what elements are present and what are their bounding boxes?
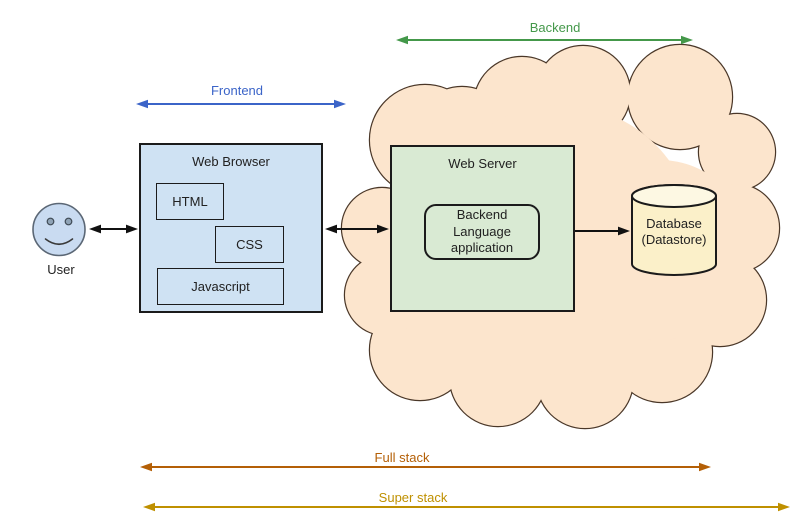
html-box: HTML (156, 183, 224, 220)
database-label: Database (Datastore) (641, 216, 706, 248)
browser-server-arrow (325, 224, 389, 234)
user-label: User (47, 262, 75, 277)
javascript-box: Javascript (157, 268, 284, 305)
database-label-line2: (Datastore) (641, 231, 707, 247)
web-browser-title: Web Browser (192, 154, 270, 169)
web-server-box: Web Server Backend Language application (390, 145, 575, 312)
backend-span-arrow (396, 35, 693, 45)
css-box: CSS (215, 226, 284, 263)
user-browser-arrow (89, 224, 138, 234)
frontend-label: Frontend (210, 83, 264, 98)
database-label-line1: Database (646, 216, 702, 231)
backend-label: Backend (529, 20, 581, 35)
database-cylinder (631, 184, 717, 276)
super-stack-span-arrow (143, 502, 790, 512)
full-stack-span-arrow (140, 462, 711, 472)
frontend-span-arrow (136, 99, 346, 109)
user-face-icon (32, 202, 86, 257)
super-stack-label: Super stack (378, 490, 448, 505)
web-browser-box: Web Browser HTML CSS Javascript (139, 143, 323, 313)
web-server-title: Web Server (448, 156, 517, 171)
full-stack-label: Full stack (374, 450, 430, 465)
backend-language-app-box: Backend Language application (424, 204, 540, 260)
